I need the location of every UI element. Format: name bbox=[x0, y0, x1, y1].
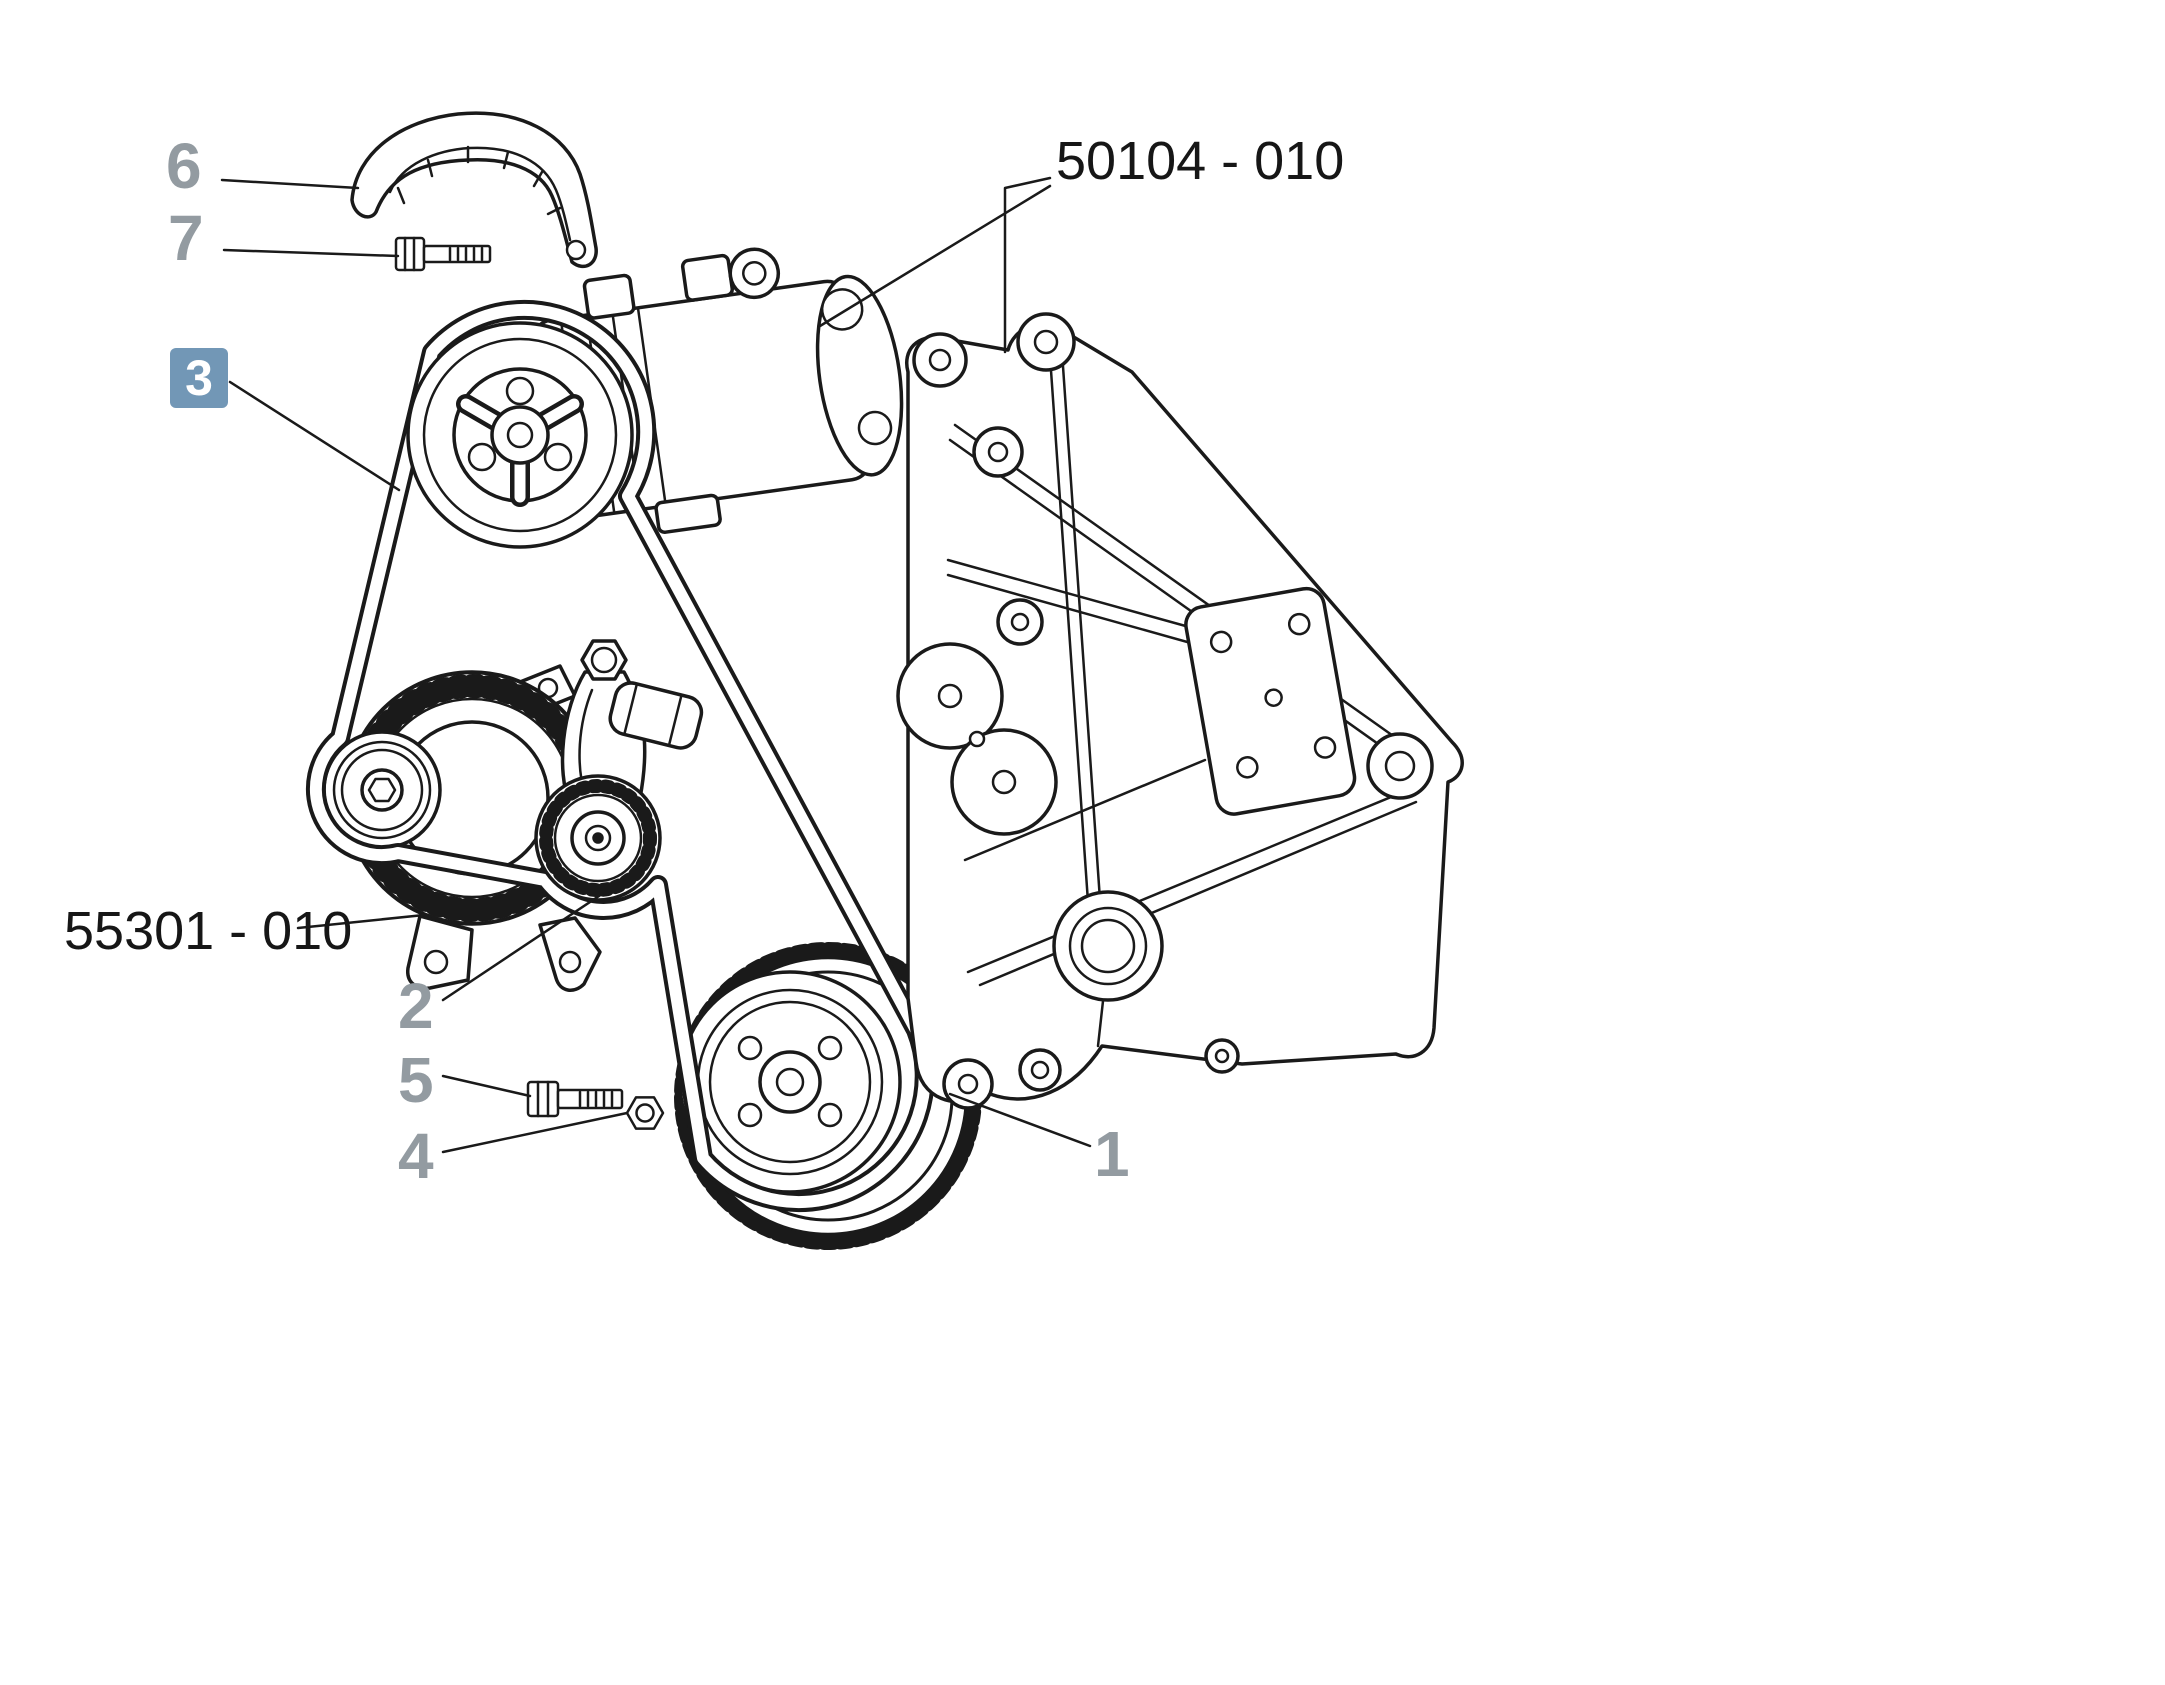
tensioner-pulley-drawing bbox=[534, 774, 662, 902]
callout-4[interactable]: 4 bbox=[398, 1120, 434, 1192]
callout-1[interactable]: 1 bbox=[1094, 1118, 1130, 1190]
callout-5[interactable]: 5 bbox=[398, 1044, 434, 1116]
compressor-pulley-drawing bbox=[406, 321, 634, 549]
callout-2[interactable]: 2 bbox=[398, 970, 434, 1042]
bolt-7-drawing bbox=[394, 236, 492, 272]
drive-belt-drawing bbox=[305, 299, 935, 1213]
part-code-compressor[interactable]: 50104 - 010 bbox=[1056, 131, 1345, 191]
callout-7[interactable]: 7 bbox=[168, 202, 204, 274]
callout-6[interactable]: 6 bbox=[166, 130, 202, 202]
part-code-alternator[interactable]: 55301 - 010 bbox=[64, 901, 353, 961]
support-bracket-drawing bbox=[350, 111, 598, 269]
bolt-5-drawing bbox=[526, 1080, 624, 1118]
callout-3-highlighted[interactable]: 3 bbox=[170, 348, 228, 408]
tensioner-drawing bbox=[560, 639, 704, 807]
nut-4-drawing bbox=[625, 1096, 665, 1130]
mounting-bracket-drawing bbox=[896, 312, 1464, 1110]
leader-lines bbox=[220, 176, 1092, 1154]
callout-3-label: 3 bbox=[185, 350, 213, 406]
